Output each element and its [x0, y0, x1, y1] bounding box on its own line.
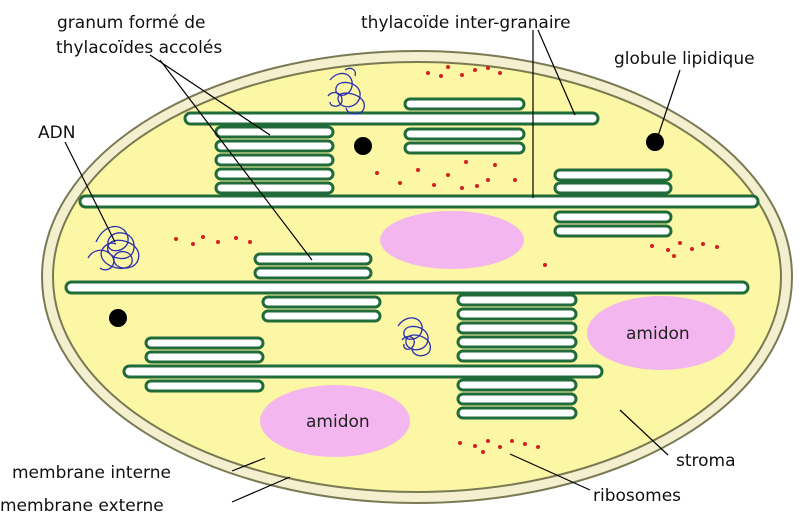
lipid-globule: [646, 133, 664, 151]
label-lipid-globule: globule lipidique: [614, 49, 755, 69]
label-starch: amidon: [306, 412, 370, 432]
label-thylakoid-intergranal: thylacoïde inter-granaire: [361, 13, 571, 33]
label-ribosomes: ribosomes: [593, 486, 681, 506]
thylakoid-lamella: [185, 113, 598, 124]
lipid-globule: [354, 137, 372, 155]
thylakoid-lamella: [80, 196, 758, 207]
label-outer-membrane: membrane externe: [0, 496, 164, 514]
label-starch: amidon: [626, 324, 690, 344]
label-inner-membrane: membrane interne: [12, 463, 171, 483]
label-granum-line2: thylacoïdes accolés: [56, 38, 222, 58]
label-granum-line1: granum formé de: [57, 13, 205, 33]
label-stroma: stroma: [676, 451, 736, 471]
label-dna: ADN: [38, 123, 75, 143]
lipid-globule: [109, 309, 127, 327]
starch-grain: [380, 211, 524, 269]
inner-membrane: [53, 62, 781, 492]
granum-center: [458, 295, 576, 418]
thylakoid-lamella: [124, 366, 602, 377]
thylakoid-lamella: [66, 282, 748, 293]
granum-top-left: [216, 127, 333, 193]
